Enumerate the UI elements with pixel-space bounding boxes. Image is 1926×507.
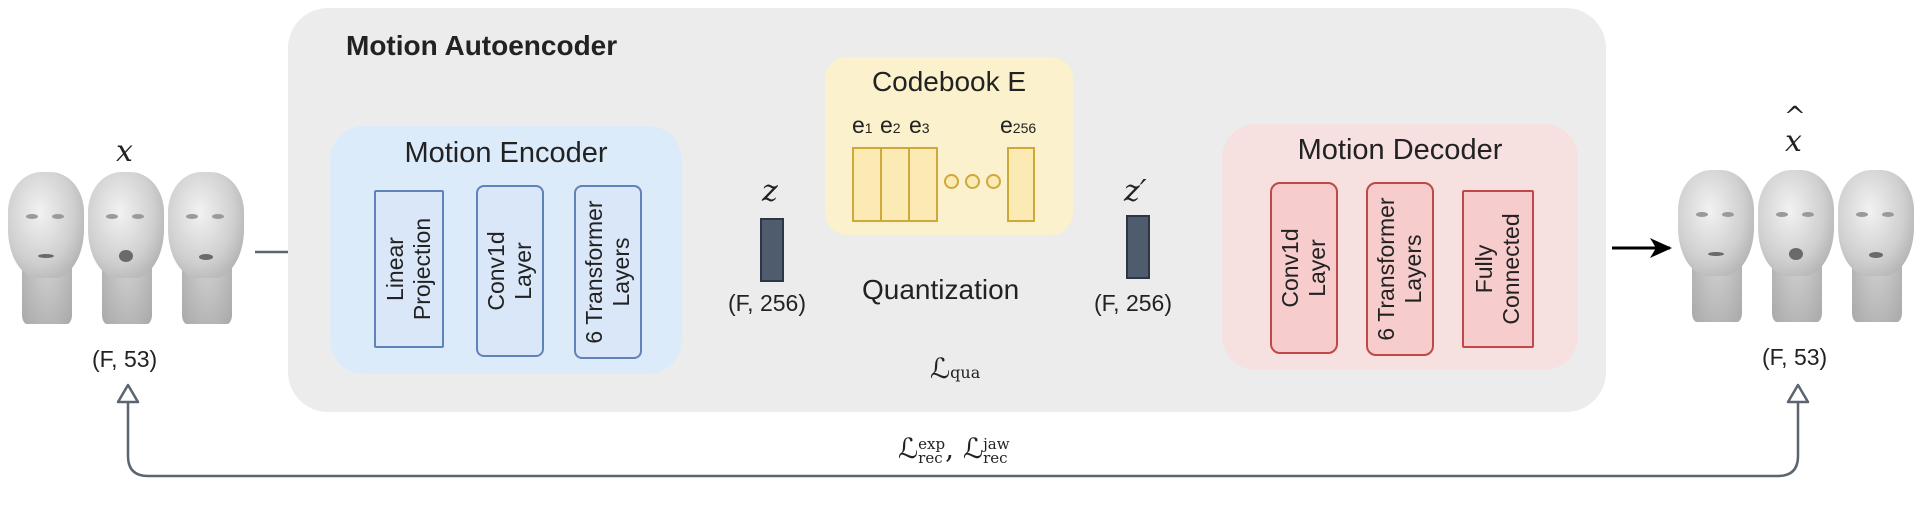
codebook-entry-e2: e2: [880, 112, 901, 138]
decoder-title: Motion Decoder: [1297, 134, 1503, 166]
quant-loss-label: ℒqua: [930, 352, 981, 385]
output-shape: (F, 53): [1762, 344, 1828, 370]
face-image: [1758, 170, 1834, 276]
encoder-layer-label: 6 Transformer Layers: [581, 200, 634, 344]
encoder-transformer-layers: 6 Transformer Layers: [574, 185, 642, 359]
decoder-layer-label: Fully Connected: [1471, 213, 1524, 325]
decoder-fully-connected: Fully Connected: [1462, 190, 1534, 348]
face-eye: [1722, 212, 1734, 217]
decoder-conv1d-layer: Conv1d Layer: [1270, 182, 1338, 354]
codebook-cell-e3: [908, 147, 938, 222]
encoder-layer-label: Conv1d Layer: [483, 231, 536, 311]
face-mouth: [1789, 248, 1803, 260]
face-eye: [132, 214, 144, 219]
codebook-ellipsis-dot: [944, 174, 959, 189]
encoder-conv1d-layer: Conv1d Layer: [476, 185, 544, 357]
face-mouth: [199, 254, 213, 260]
codebook-title: Codebook E: [871, 66, 1027, 97]
face-eye: [1882, 212, 1894, 217]
face-eye: [1776, 212, 1788, 217]
z-shape: (F, 256): [728, 290, 806, 316]
encoder-layer-label: Linear Projection: [382, 217, 435, 321]
codebook-cell-e256: [1007, 147, 1035, 222]
face-image: [8, 172, 84, 278]
recon-loss-arrowhead-right: [1786, 383, 1810, 404]
face-eye: [26, 214, 38, 219]
face-eye: [1856, 212, 1868, 217]
z-label: z: [762, 174, 778, 209]
input-label: x: [116, 134, 133, 169]
face-mouth: [1708, 252, 1724, 256]
autoencoder-title: Motion Autoencoder: [346, 30, 618, 61]
zq-shape: (F, 256): [1094, 290, 1172, 316]
encoder-linear-projection: Linear Projection: [374, 190, 444, 348]
face-eye: [52, 214, 64, 219]
input-shape: (F, 53): [92, 346, 158, 372]
decoder-layer-label: Conv1d Layer: [1277, 228, 1330, 308]
face-mouth: [1869, 252, 1883, 258]
codebook-cell-e2: [880, 147, 910, 222]
face-image: [1678, 170, 1754, 276]
recon-loss-arrowhead-left: [116, 383, 140, 404]
quantization-label: Quantization: [862, 274, 1020, 305]
codebook-ellipsis-dot: [986, 174, 1001, 189]
face-image: [88, 172, 164, 278]
codebook-entry-e3: e3: [909, 112, 930, 138]
face-image: [168, 172, 244, 278]
decoder-layer-label: 6 Transformer Layers: [1373, 197, 1426, 341]
output-label: x: [1785, 124, 1802, 159]
face-eye: [1802, 212, 1814, 217]
codebook-ellipsis-dot: [965, 174, 980, 189]
codebook-entry-e256: e256: [1000, 112, 1037, 138]
zq-label: z′: [1124, 174, 1147, 209]
z-vector: [760, 218, 784, 282]
encoder-title: Motion Encoder: [404, 137, 608, 169]
face-eye: [186, 214, 198, 219]
face-image: [1838, 170, 1914, 276]
face-mouth: [38, 254, 54, 258]
zq-vector: [1126, 215, 1150, 279]
face-mouth: [119, 250, 133, 262]
recon-loss-bracket: [126, 402, 1800, 478]
codebook-entry-e1: e1: [852, 112, 873, 138]
face-eye: [106, 214, 118, 219]
output-hat: ^: [1784, 102, 1806, 132]
face-eye: [1696, 212, 1708, 217]
decoder-transformer-layers: 6 Transformer Layers: [1366, 182, 1434, 356]
codebook-cell-e1: [852, 147, 882, 222]
face-eye: [212, 214, 224, 219]
